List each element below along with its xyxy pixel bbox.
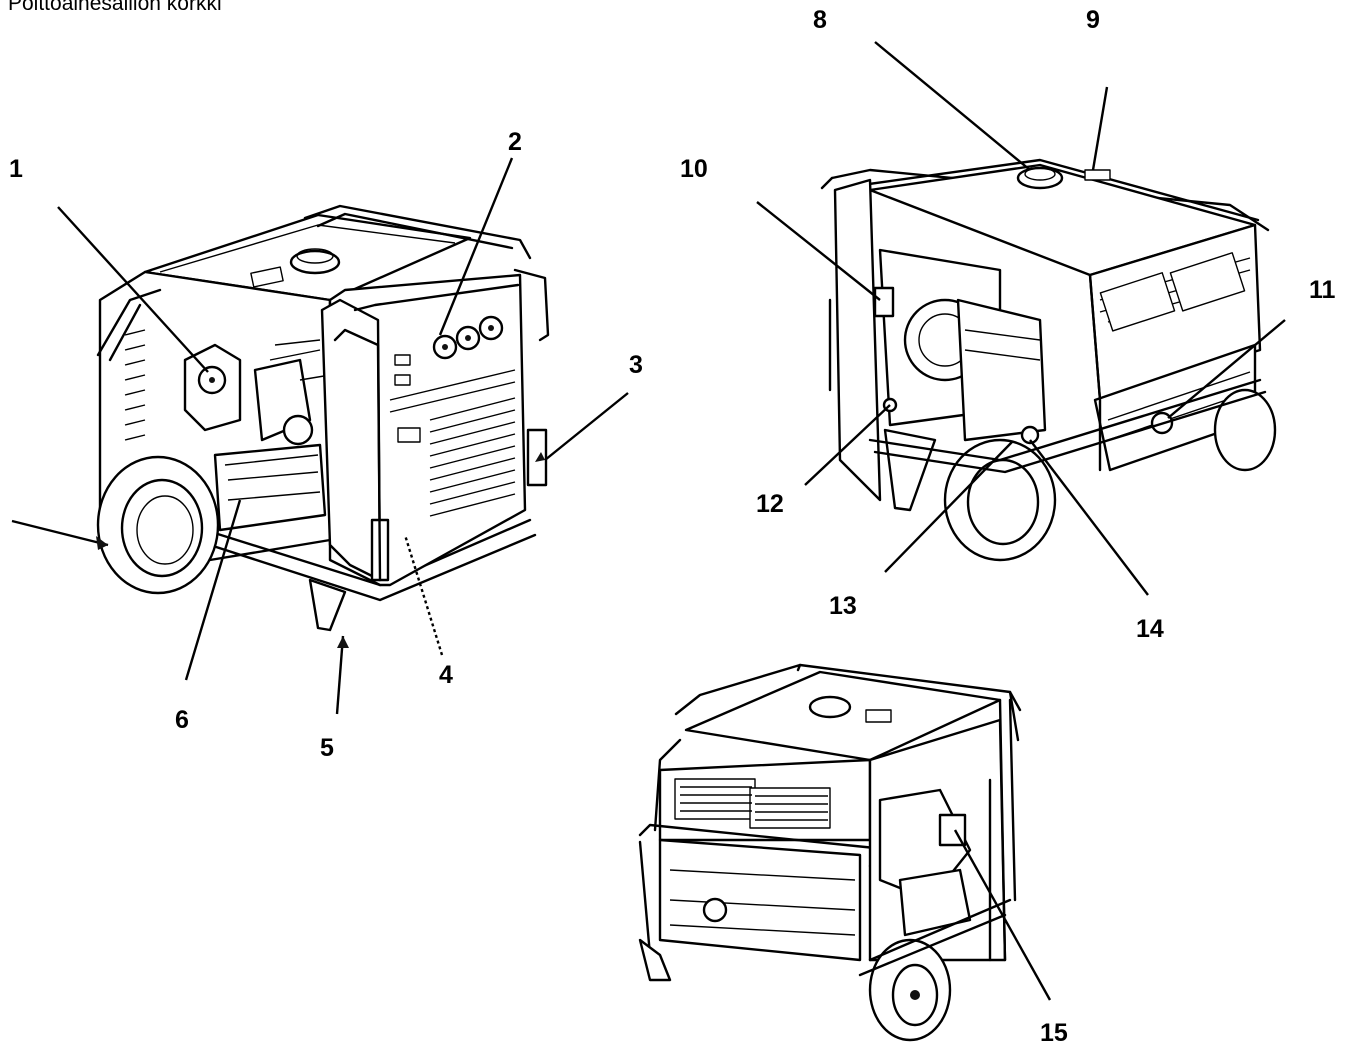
leader-6 (184, 499, 242, 681)
callout-2: 2 (508, 128, 522, 156)
callout-15: 15 (1040, 1019, 1068, 1047)
callout-10: 10 (680, 155, 708, 183)
leader-13 (884, 441, 1013, 573)
leaders-view-2 (756, 41, 1286, 596)
leader-8 (874, 41, 1031, 171)
leader-1 (57, 206, 209, 373)
leader-10 (756, 201, 881, 301)
generator-view-front-left (96, 204, 550, 632)
callout-3: 3 (629, 351, 643, 379)
leader-5 (335, 635, 345, 715)
leader-7 (11, 519, 109, 547)
leader-3 (544, 392, 629, 461)
leaders-view-3 (953, 829, 1052, 1001)
callout-4: 4 (439, 661, 453, 689)
callout-1: 1 (9, 155, 23, 183)
callout-6: 6 (175, 706, 189, 734)
leader-4 (403, 534, 444, 656)
generator-view-rear-bottom (638, 663, 1022, 1042)
leader-15 (953, 829, 1052, 1001)
callout-numbers: 1 2 3 4 5 6 8 9 10 11 12 13 14 15 (9, 6, 1336, 1047)
callout-8: 8 (813, 6, 827, 34)
callout-11: 11 (1309, 276, 1336, 304)
callout-9: 9 (1086, 6, 1100, 34)
callout-5: 5 (320, 734, 334, 762)
leader-9 (1091, 86, 1109, 171)
callout-14: 14 (1136, 615, 1164, 643)
leaders-view-1 (11, 157, 629, 715)
leader-14 (1029, 439, 1149, 596)
callout-13: 13 (829, 592, 857, 620)
callout-12: 12 (756, 490, 784, 518)
generator-view-rear-right (820, 158, 1277, 562)
figure-caption: Polttoainesäiliön korkki (8, 0, 222, 15)
leader-11 (1167, 319, 1286, 419)
leader-12 (804, 404, 891, 486)
leader-2 (438, 157, 514, 336)
